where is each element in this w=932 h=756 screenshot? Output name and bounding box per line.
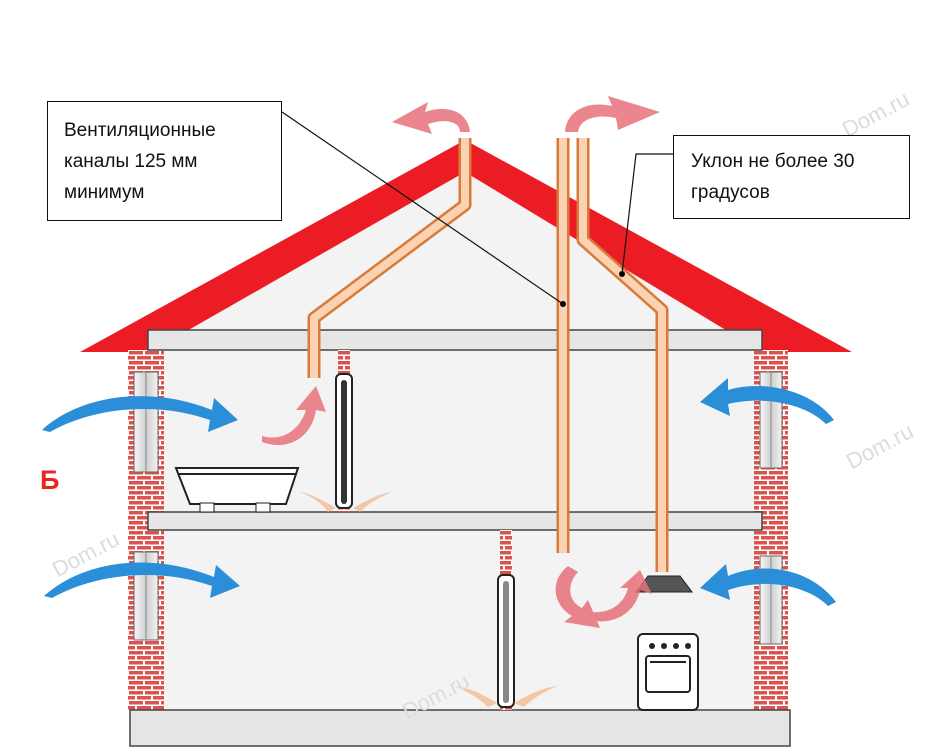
ducts-callout: Вентиляционные каналы 125 мм минимум [47,101,282,221]
exhaust-arrow-kitchen-1 [555,566,600,628]
exhaust-arrow-bath [262,386,326,446]
exhaust-air-arrows [262,96,660,628]
exhaust-arrow-roof-center [565,96,660,132]
foundation-slab [129,709,791,747]
intake-arrow-upper-left [42,396,238,432]
heat-plume-lower [455,686,557,707]
bathtub [174,467,300,513]
attic-floor-slab [147,329,763,351]
slope-callout: Уклон не более 30 градусов [673,135,910,219]
ventilation-duct-left [307,138,472,378]
intake-air-arrows [42,378,836,606]
heat-plume-upper [300,492,392,512]
exhaust-arrow-kitchen-2 [590,570,652,622]
floor-label: Б [40,465,60,495]
intake-arrow-upper-right [700,378,834,424]
callout-leader-lines [281,111,673,307]
first-floor-slab [147,511,763,531]
stove [637,633,699,711]
intake-arrow-lower-left [44,562,240,598]
left-brick-wall [128,350,164,710]
intake-arrow-lower-right [700,564,836,606]
attic-interior [150,150,760,330]
exhaust-arrow-roof-left [392,102,470,134]
